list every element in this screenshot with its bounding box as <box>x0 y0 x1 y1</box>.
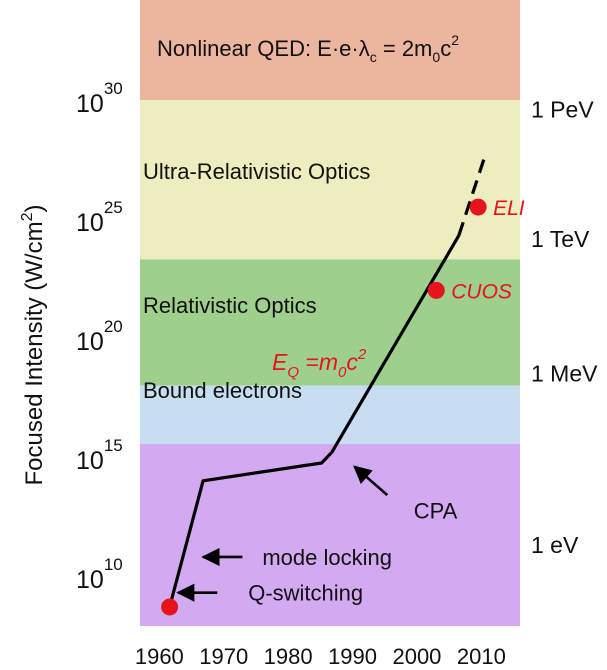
y-axis-label: Focused Intensity (W/cm2) <box>19 205 48 486</box>
y-tick-label-2: 1020 <box>76 317 123 356</box>
arrow-label-0: CPA <box>414 499 458 524</box>
point-label-2: ELI <box>493 197 525 220</box>
band-0 <box>140 0 520 100</box>
points-layer: CUOS ELI <box>161 197 525 616</box>
band-label-1: Ultra-Relativistic Optics <box>143 159 370 184</box>
energy-label-0: 1 PeV <box>531 96 594 122</box>
arrow-label-2: Q-switching <box>248 581 363 606</box>
point-0 <box>161 598 179 616</box>
series-line-0 <box>168 234 461 608</box>
y-tick-label-4: 1030 <box>76 79 123 118</box>
band-label-0: Nonlinear QED: E·e·λc = 2m0c2 <box>157 32 459 65</box>
bands-layer: Nonlinear QED: E·e·λc = 2m0c2Ultra-Relat… <box>140 0 520 626</box>
band-1 <box>140 99 520 260</box>
eq-annotation: EQ =m0c2 <box>272 346 367 381</box>
band-label-3: Bound electrons <box>143 378 302 403</box>
x-tick-label-4: 2000 <box>392 644 441 669</box>
arrow-label-1: mode locking <box>262 545 392 570</box>
axes: 1960 1970 1980 1990 2000 2010 1010 1015 1020 1025… <box>19 79 506 669</box>
point-label-1: CUOS <box>451 280 512 303</box>
y-tick-label-3: 1025 <box>76 198 123 237</box>
x-tick-label-5: 2010 <box>457 644 506 669</box>
point-1 <box>427 281 445 299</box>
x-tick-label-3: 1990 <box>328 644 377 669</box>
x-tick-label-1: 1970 <box>199 644 248 669</box>
band-4 <box>140 443 520 626</box>
arrow-0 <box>353 465 389 497</box>
point-2 <box>469 198 487 216</box>
x-tick-label-2: 1980 <box>264 644 313 669</box>
band-2 <box>140 259 520 386</box>
energy-label-3: 1 eV <box>531 532 579 558</box>
series-layer <box>168 156 487 608</box>
energy-label-1: 1 TeV <box>531 226 590 252</box>
energy-label-2: 1 MeV <box>531 361 598 387</box>
x-tick-label-0: 1960 <box>135 644 184 669</box>
band-3 <box>140 385 520 444</box>
energy-labels: 1 PeV 1 TeV 1 MeV 1 eV <box>531 96 598 558</box>
series-line-1 <box>457 156 487 237</box>
y-tick-label-0: 1010 <box>76 555 123 594</box>
y-tick-label-1: 1015 <box>76 436 123 475</box>
band-label-2: Relativistic Optics <box>143 293 317 318</box>
